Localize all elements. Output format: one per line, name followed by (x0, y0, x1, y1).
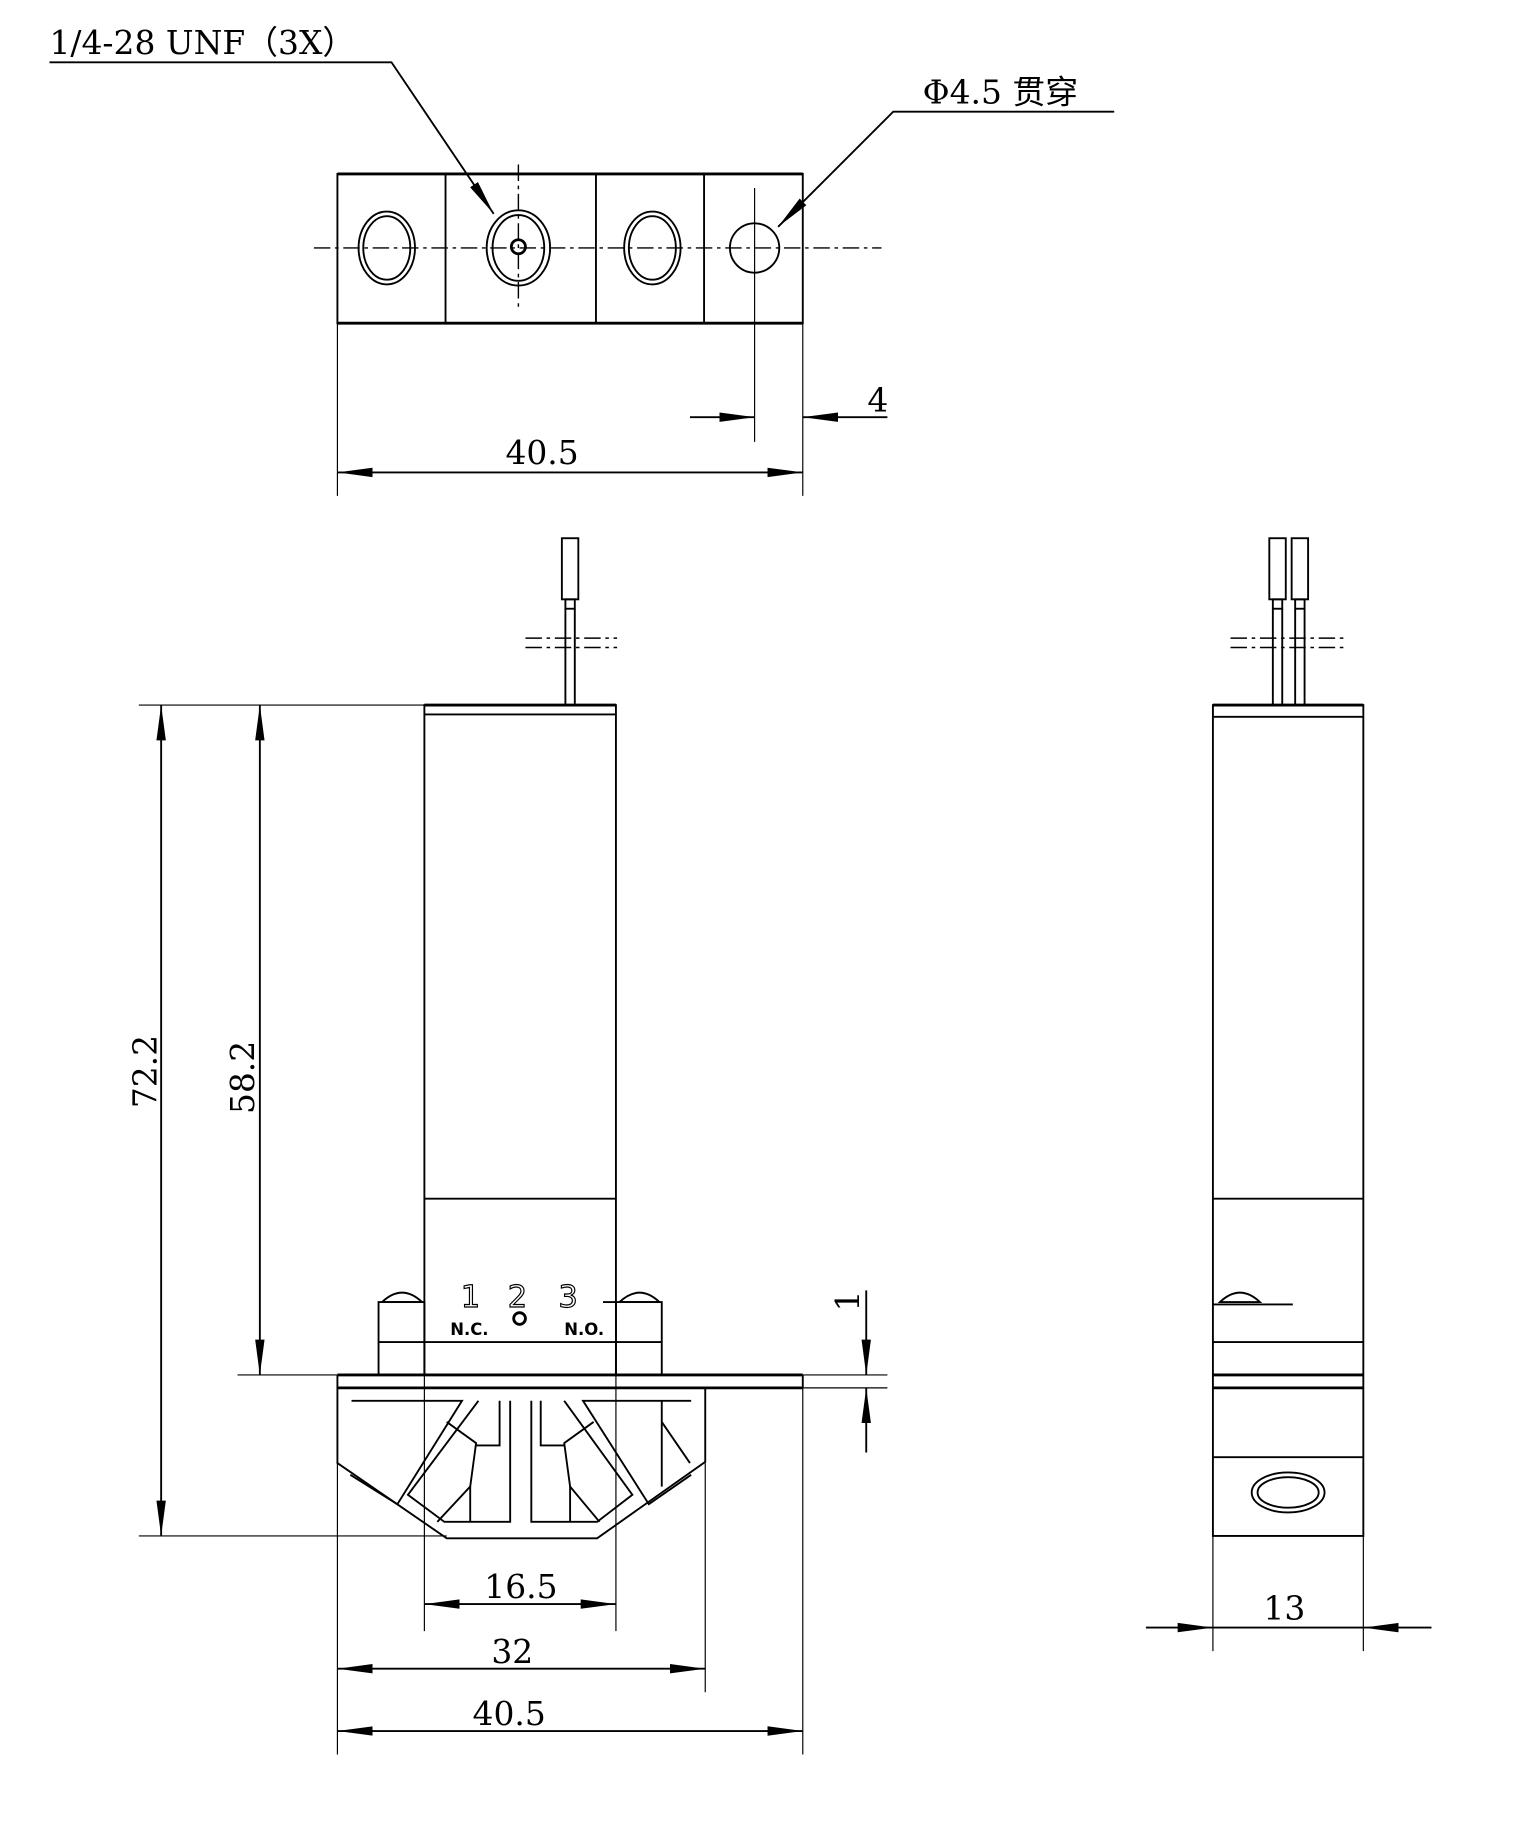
dim-body-width-text: 16.5 (484, 1567, 557, 1606)
top-view: 1/4-28 UNF（3X） Φ4.5 贯穿 4 40.5 (49, 23, 1115, 496)
dim-top-width-text: 40.5 (505, 433, 578, 472)
through-hole-callout-text: Φ4.5 贯穿 (923, 72, 1079, 111)
lead-wire (525, 537, 618, 706)
through-hole (728, 222, 781, 274)
port-hole-3 (623, 210, 682, 286)
dim-plate-width: 40.5 (337, 1694, 803, 1736)
dim-body-height-text: 58.2 (223, 1041, 262, 1114)
dim-top-width: 40.5 (337, 433, 803, 478)
dim-side-width-text: 13 (1263, 1588, 1305, 1627)
port-labels: 1 N.C. 2 3 N.O. (450, 1279, 604, 1339)
dim-body-height: 58.2 (223, 705, 265, 1375)
lead-wires (1230, 537, 1349, 706)
port-1-label: N.C. (450, 1320, 488, 1339)
port-2-circle (512, 1311, 527, 1326)
thread-callout-text: 1/4-28 UNF（3X） (50, 23, 356, 62)
dim-side-width: 13 (1145, 1588, 1432, 1633)
thread-callout: 1/4-28 UNF（3X） (49, 23, 495, 215)
coil-body (423, 704, 617, 1376)
dim-top-offset: 4 (689, 380, 888, 422)
side-port-hole (1250, 1471, 1326, 1514)
through-hole-callout: Φ4.5 贯穿 (777, 72, 1115, 228)
base-plate (337, 1373, 804, 1390)
port-3-number: 3 (558, 1280, 577, 1315)
dim-plate-width-text: 40.5 (473, 1694, 546, 1733)
port-1-number: 1 (461, 1280, 480, 1315)
port-2-number: 2 (508, 1280, 527, 1315)
dim-total-height: 72.2 (125, 705, 166, 1536)
front-view: 1 N.C. 2 3 N.O. (125, 537, 888, 1755)
port-3-label: N.O. (564, 1320, 604, 1339)
valve-manifold (336, 1374, 707, 1540)
dim-plate-thickness: 1 (828, 1290, 871, 1453)
dim-plate-thickness-text: 1 (828, 1291, 867, 1312)
dim-total-height-text: 72.2 (125, 1035, 164, 1108)
dim-base-width: 32 (337, 1632, 706, 1674)
side-view: 13 (1145, 537, 1432, 1652)
dim-base-width-text: 32 (491, 1632, 533, 1671)
dim-body-width: 16.5 (424, 1567, 616, 1609)
dim-top-offset-text: 4 (867, 380, 888, 419)
port-hole-1 (357, 210, 416, 286)
port-hole-2 (485, 209, 552, 287)
